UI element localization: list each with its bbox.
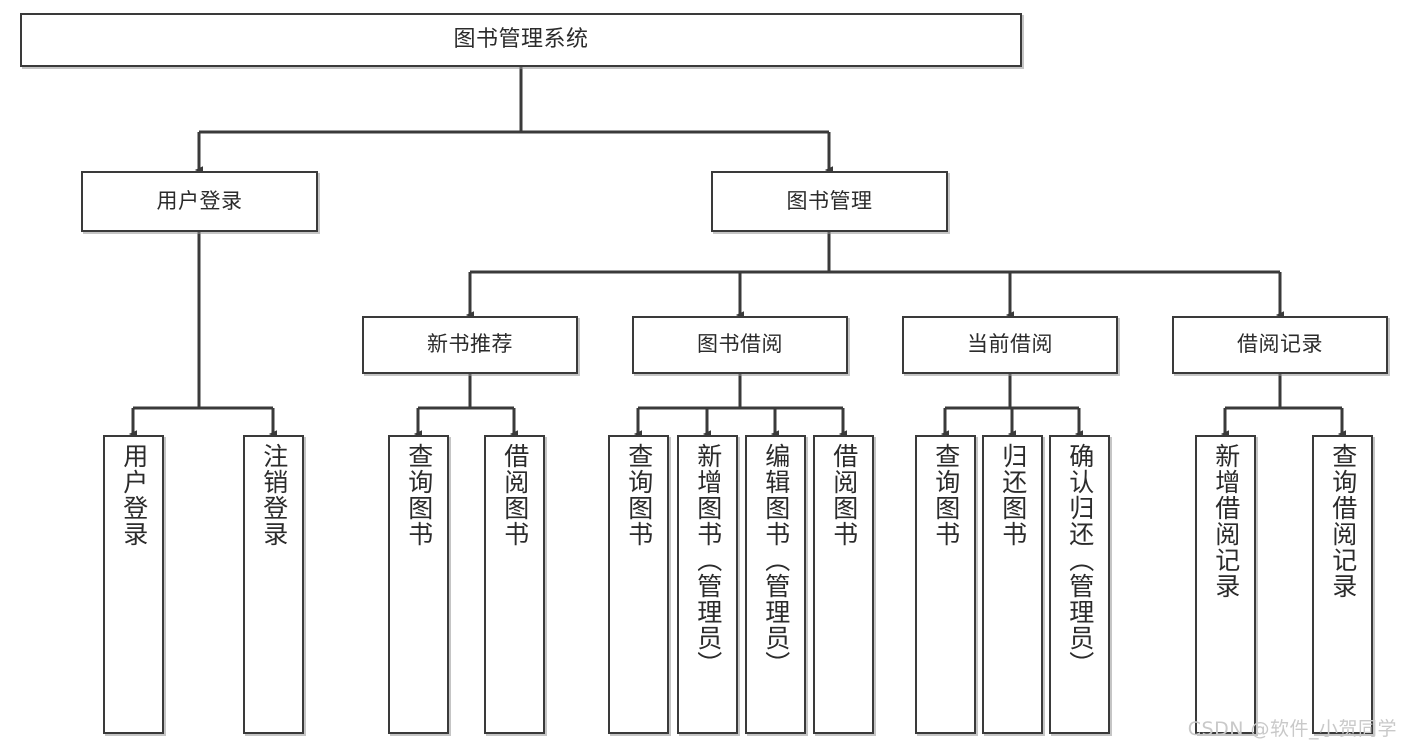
node-label: 编辑图书（管理员）: [761, 443, 791, 677]
node-leaf-borrow-book[interactable]: 借阅图书: [813, 435, 874, 734]
node-leaf-return-book[interactable]: 归还图书: [982, 435, 1043, 734]
node-label: 新增借阅记录: [1211, 443, 1241, 599]
node-label: 查询图书: [931, 443, 961, 547]
node-leaf-add-book-admin[interactable]: 新增图书（管理员）: [677, 435, 738, 734]
node-root-图书管理系统[interactable]: 图书管理系统: [20, 13, 1022, 67]
node-label: 借阅记录: [1237, 332, 1323, 357]
node-book-borrow[interactable]: 图书借阅: [632, 316, 848, 374]
node-leaf-add-borrow-record[interactable]: 新增借阅记录: [1195, 435, 1256, 734]
node-label: 查询借阅记录: [1328, 443, 1358, 599]
node-label: 当前借阅: [967, 332, 1053, 357]
node-leaf-logout-login[interactable]: 注销登录: [243, 435, 304, 734]
node-book-manage[interactable]: 图书管理: [711, 171, 948, 232]
node-borrow-record[interactable]: 借阅记录: [1172, 316, 1388, 374]
node-label: 查询图书: [624, 443, 654, 547]
node-leaf-query-book-borrow[interactable]: 查询图书: [608, 435, 669, 734]
node-user-login[interactable]: 用户登录: [81, 171, 318, 232]
node-leaf-query-book-recommend[interactable]: 查询图书: [388, 435, 449, 734]
node-leaf-edit-book-admin[interactable]: 编辑图书（管理员）: [745, 435, 806, 734]
node-label: 归还图书: [998, 443, 1028, 547]
node-leaf-user-login[interactable]: 用户登录: [103, 435, 164, 734]
node-label: 新书推荐: [427, 332, 513, 357]
node-leaf-borrow-book-recommend[interactable]: 借阅图书: [484, 435, 545, 734]
node-label: 图书借阅: [697, 332, 783, 357]
node-label: 用户登录: [156, 188, 243, 213]
node-label: 注销登录: [259, 443, 289, 547]
node-label: 新增图书（管理员）: [693, 443, 723, 677]
node-current-borrow[interactable]: 当前借阅: [902, 316, 1118, 374]
node-label: 借阅图书: [829, 443, 859, 547]
node-label: 用户登录: [119, 443, 149, 547]
node-label: 借阅图书: [500, 443, 530, 547]
node-new-book-recommend[interactable]: 新书推荐: [362, 316, 578, 374]
node-leaf-query-borrow-record[interactable]: 查询借阅记录: [1312, 435, 1373, 734]
connector-lines: [128, 67, 1347, 438]
node-label: 图书管理: [786, 188, 873, 213]
node-leaf-query-book-current[interactable]: 查询图书: [915, 435, 976, 734]
node-label: 图书管理系统: [453, 26, 589, 52]
node-label: 确认归还（管理员）: [1065, 443, 1095, 677]
node-leaf-confirm-return-admin[interactable]: 确认归还（管理员）: [1049, 435, 1110, 734]
node-label: 查询图书: [404, 443, 434, 547]
